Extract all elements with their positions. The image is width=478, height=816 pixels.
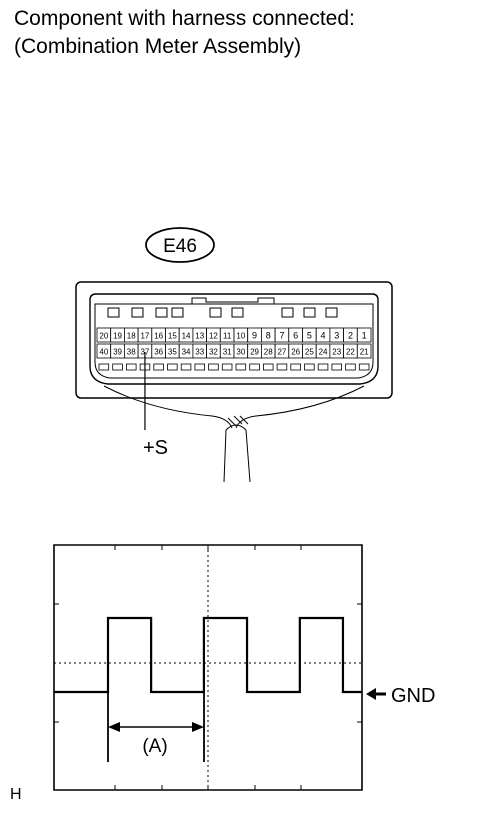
- connector-pin-number: 40: [99, 348, 108, 357]
- connector-bottom-slot: [304, 363, 315, 371]
- connector-pin-number: 13: [195, 332, 204, 341]
- connector-pin-rows: 2019181716151413121110987654321403938373…: [96, 327, 372, 359]
- connector-key-notch: [107, 307, 120, 318]
- connector-pin-number: 24: [319, 348, 328, 357]
- connector-key-notch: [171, 307, 184, 318]
- connector-pin-number: 22: [346, 348, 355, 357]
- period-arrow-right: [192, 722, 204, 732]
- connector-latch: [191, 297, 275, 304]
- connector-pin-number: 30: [236, 348, 245, 357]
- connector-bottom-slot: [235, 363, 247, 371]
- connector-pin-number: 14: [182, 332, 191, 341]
- connector-pin-number: 20: [99, 332, 108, 341]
- connector-key-notch: [303, 307, 316, 318]
- connector-pin-number: 7: [279, 331, 284, 341]
- connector-pin-number: 12: [209, 332, 218, 341]
- connector-pin-number: 1: [362, 331, 367, 341]
- connector-pin-number: 27: [277, 348, 286, 357]
- connector-bottom-slot: [249, 363, 260, 371]
- connector-pin-number: 39: [113, 348, 122, 357]
- connector-pin-number: 6: [293, 331, 298, 341]
- connector-body: 2019181716151413121110987654321403938373…: [75, 281, 393, 399]
- connector-pin-number: 18: [127, 332, 136, 341]
- connector-pin-number: 28: [264, 348, 273, 357]
- connector-key-notches: [107, 307, 338, 318]
- connector-bottom-slot: [112, 363, 123, 371]
- connector-key-notch: [209, 307, 222, 318]
- connector-pin-number: 2: [348, 331, 353, 341]
- square-waveform: [54, 616, 362, 694]
- title-line-2: (Combination Meter Assembly): [14, 35, 302, 58]
- connector-pin-number: 33: [195, 348, 204, 357]
- connector-bottom-slot: [194, 363, 205, 371]
- connector-id-callout: E46: [145, 227, 215, 263]
- connector-id-oval: [145, 227, 215, 263]
- connector-pin-number: 17: [140, 332, 149, 341]
- connector-pin-number: 5: [307, 331, 312, 341]
- scope-frame: [53, 544, 363, 791]
- probe-label: +S: [143, 437, 168, 459]
- connector-key-notch: [131, 307, 144, 318]
- connector-bottom-slot: [221, 363, 233, 371]
- connector-pin: [356, 327, 372, 343]
- connector-pin-number: 35: [168, 348, 177, 357]
- connector-id-label: E46: [163, 236, 197, 257]
- connector-pin-well: [94, 303, 374, 379]
- connector-bottom-slot: [153, 363, 164, 371]
- connector-pin-number: 29: [250, 348, 259, 357]
- connector-bottom-slot: [208, 363, 219, 371]
- gnd-indicator: GND: [366, 685, 435, 707]
- connector-bottom-slot: [180, 363, 192, 371]
- connector-bottom-slot: [126, 363, 137, 371]
- connector-bottom-slot: [358, 363, 370, 371]
- connector-key-notch: [325, 307, 338, 318]
- connector-pin: [356, 343, 372, 359]
- connector-inner-housing: [89, 293, 379, 385]
- connector-key-notch: [231, 307, 244, 318]
- connector-pin-number: 9: [252, 331, 257, 341]
- connector-pin-number: 15: [168, 332, 177, 341]
- connector-bottom-slot: [331, 363, 342, 371]
- connector-pin-number: 19: [113, 332, 122, 341]
- connector-pin-number: 26: [291, 348, 300, 357]
- connector-pin-number: 23: [332, 348, 341, 357]
- connector-pin-number: 11: [223, 332, 232, 341]
- connector-pin-number: 32: [209, 348, 218, 357]
- connector-key-notch: [281, 307, 294, 318]
- connector-pin-number: 21: [360, 348, 369, 357]
- oscilloscope-grid: [53, 544, 363, 791]
- connector-bottom-slot: [167, 363, 178, 371]
- connector-pin-number: 36: [154, 348, 163, 357]
- period-label: (A): [142, 736, 167, 757]
- connector-pin-number: 25: [305, 348, 314, 357]
- wire-harness: [103, 385, 365, 483]
- connector-pin-number: 16: [154, 332, 163, 341]
- connector-bottom-slot: [262, 363, 274, 371]
- connector-bottom-slot: [98, 363, 110, 371]
- connector-bottom-slot: [290, 363, 301, 371]
- connector-pin-number: 38: [127, 348, 136, 357]
- gnd-arrow-head: [366, 688, 376, 700]
- period-measurement: (A): [107, 618, 205, 762]
- gnd-label: GND: [391, 685, 435, 707]
- connector-bottom-slots: [98, 363, 370, 371]
- connector-bottom-slot: [345, 363, 356, 371]
- connector-pin-number: 10: [236, 332, 245, 341]
- connector-pin-number: 4: [321, 331, 326, 341]
- connector-pin-number: 34: [182, 348, 191, 357]
- connector-pin-number: 8: [266, 331, 271, 341]
- connector-bottom-slot: [317, 363, 329, 371]
- connector-bottom-slot: [276, 363, 288, 371]
- corner-label: H: [10, 786, 22, 803]
- connector-pin-number: 3: [334, 331, 339, 341]
- connector-pin-number: 31: [223, 348, 232, 357]
- title-line-1: Component with harness connected:: [14, 7, 355, 30]
- scope-ticks: [54, 545, 362, 790]
- connector-key-notch: [155, 307, 168, 318]
- period-arrow-left: [108, 722, 120, 732]
